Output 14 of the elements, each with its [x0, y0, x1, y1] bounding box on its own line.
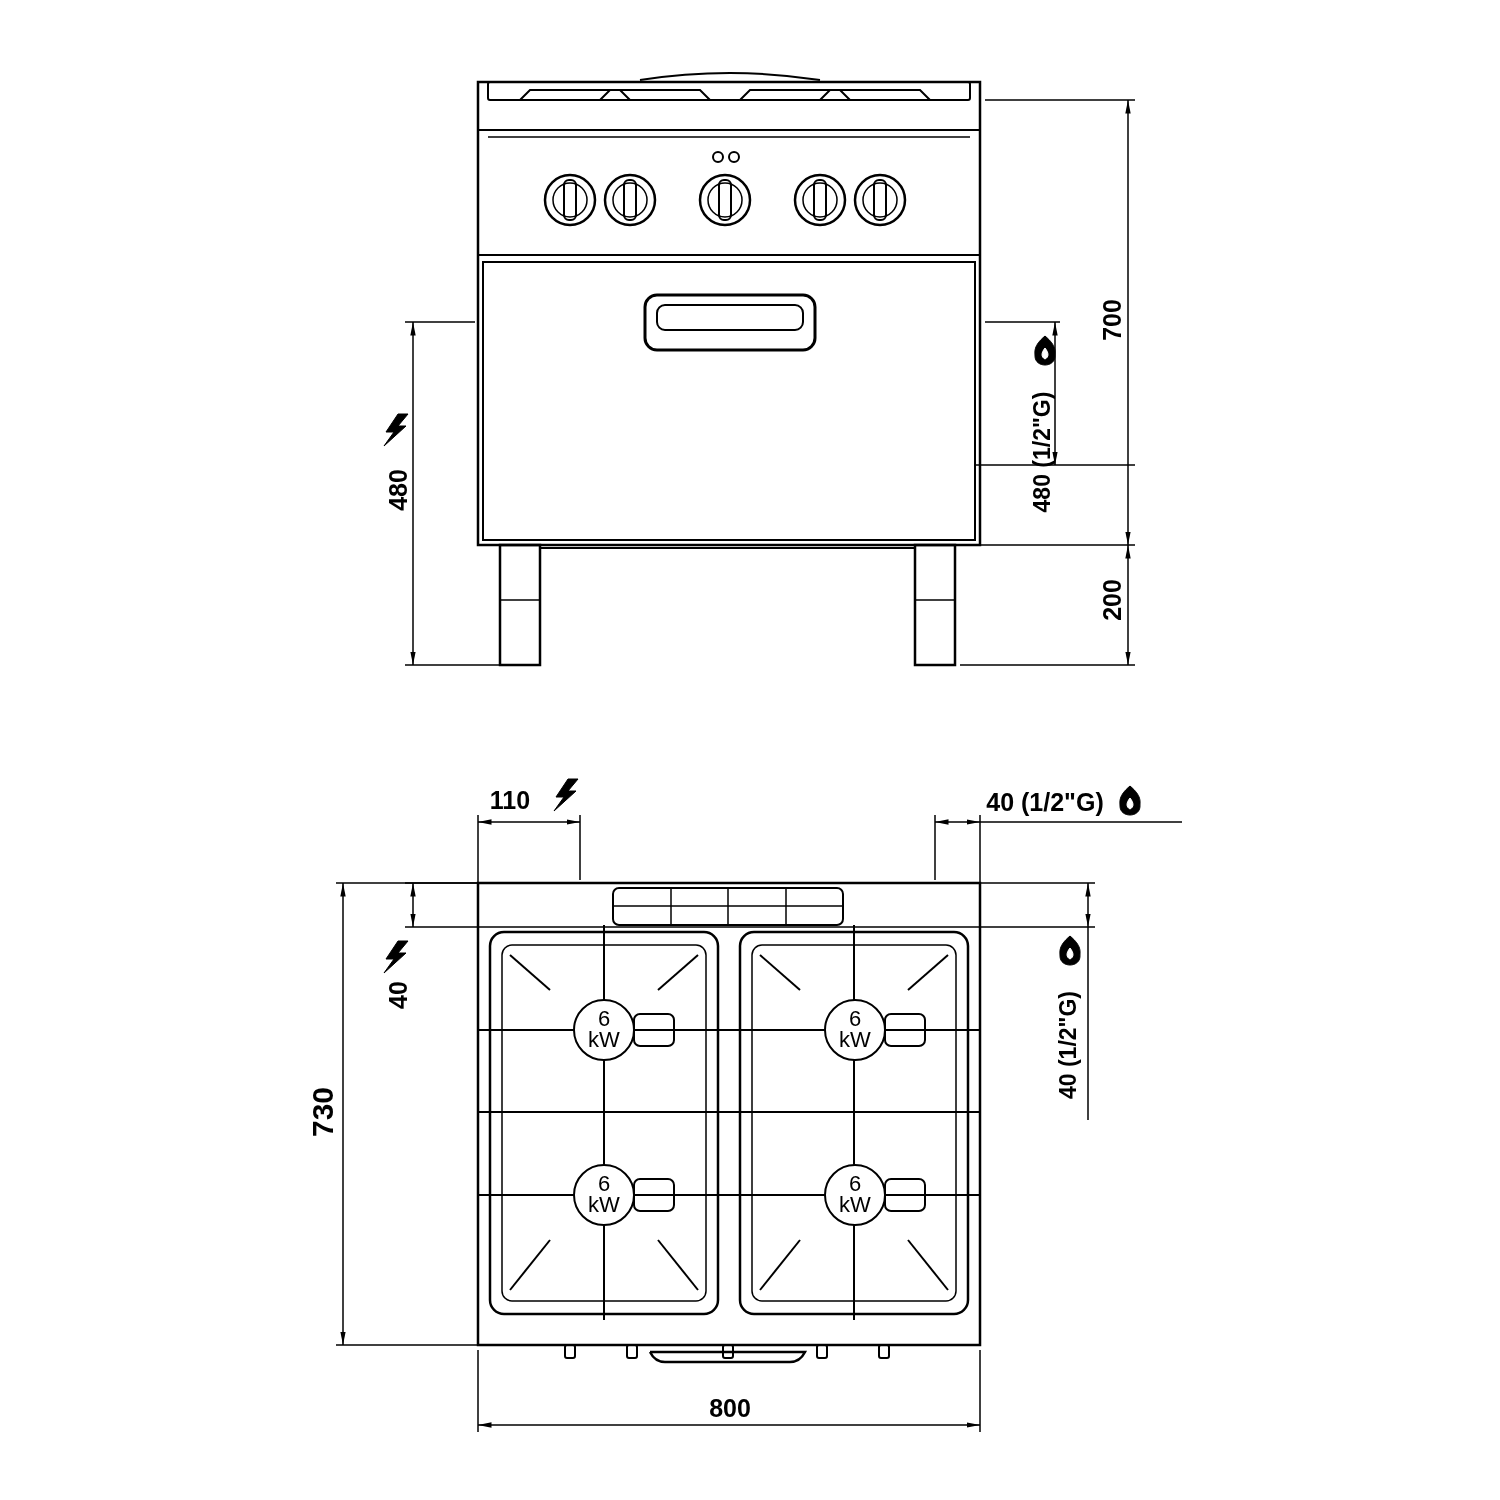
burner-power: 6 kW	[588, 1009, 620, 1051]
burner-power: 6 kW	[839, 1174, 871, 1216]
burner-power: 6 kW	[588, 1174, 620, 1216]
dimension-value: 200	[1099, 579, 1125, 621]
dimension-value: 480	[385, 469, 411, 511]
dimension-value: 110	[489, 787, 531, 813]
burner-power: 6 kW	[839, 1009, 871, 1051]
dimension-value: 800	[709, 1395, 751, 1421]
dimension-value: 730	[308, 1086, 338, 1138]
dimension-value: 480 (1/2"G)	[1030, 391, 1054, 513]
dimension-value: 700	[1099, 299, 1125, 341]
dimension-value: 40	[385, 981, 411, 1009]
dimension-value: 40 (1/2"G)	[986, 789, 1104, 815]
dimension-value: 40 (1/2"G)	[1056, 990, 1080, 1100]
